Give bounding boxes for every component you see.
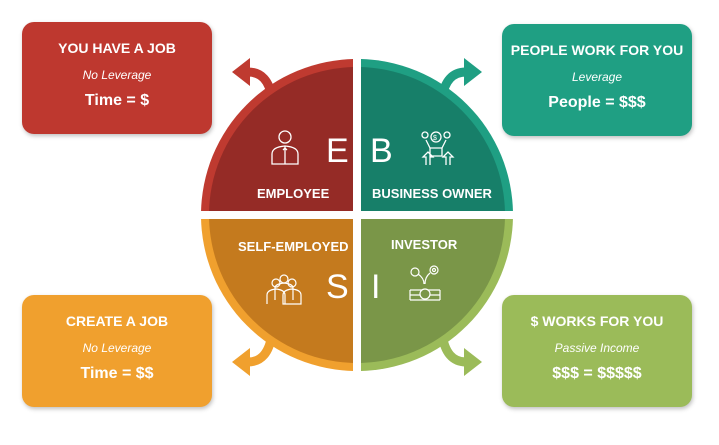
investor-box-value: $$$ = $$$$$	[552, 365, 642, 382]
letter-i: I	[371, 268, 381, 306]
self-employed-box: CREATE A JOB No Leverage Time = $$	[22, 295, 212, 407]
quadrant-self	[201, 219, 353, 371]
investor-box-subtitle: Passive Income	[554, 341, 640, 355]
letter-e: E	[326, 132, 349, 170]
quadrant-business	[361, 59, 513, 211]
self-box-subtitle: No Leverage	[82, 341, 152, 355]
self-box-value: Time = $$	[80, 365, 154, 382]
letter-s: S	[326, 268, 349, 306]
investor-box-title: $ WORKS FOR YOU	[530, 313, 664, 329]
investor-box: $ WORKS FOR YOU Passive Income $$$ = $$$…	[502, 295, 692, 407]
employee-box: YOU HAVE A JOB No Leverage Time = $	[22, 22, 212, 134]
self-employed-label: SELF-EMPLOYED	[238, 239, 349, 254]
employee-box-subtitle: No Leverage	[82, 68, 152, 82]
team-icon	[266, 274, 302, 305]
letter-b: B	[370, 132, 393, 170]
business-owner-icon: $	[421, 131, 455, 165]
business-box-title: PEOPLE WORK FOR YOU	[510, 42, 684, 58]
business-box-subtitle: Leverage	[571, 70, 623, 84]
business-box-value: People = $$$	[548, 94, 646, 111]
business-owner-label: BUSINESS OWNER	[372, 186, 492, 201]
svg-text:$: $	[433, 135, 437, 142]
employee-label: EMPLOYEE	[257, 186, 330, 201]
employee-box-title: YOU HAVE A JOB	[58, 40, 176, 56]
self-box-title: CREATE A JOB	[65, 313, 169, 329]
employee-icon	[271, 130, 299, 165]
quadrant-employee	[201, 59, 353, 211]
business-box: PEOPLE WORK FOR YOU Leverage People = $$…	[502, 24, 692, 136]
investor-label: INVESTOR	[391, 237, 458, 252]
employee-box-value: Time = $	[84, 92, 150, 109]
money-growth-icon	[409, 265, 441, 301]
